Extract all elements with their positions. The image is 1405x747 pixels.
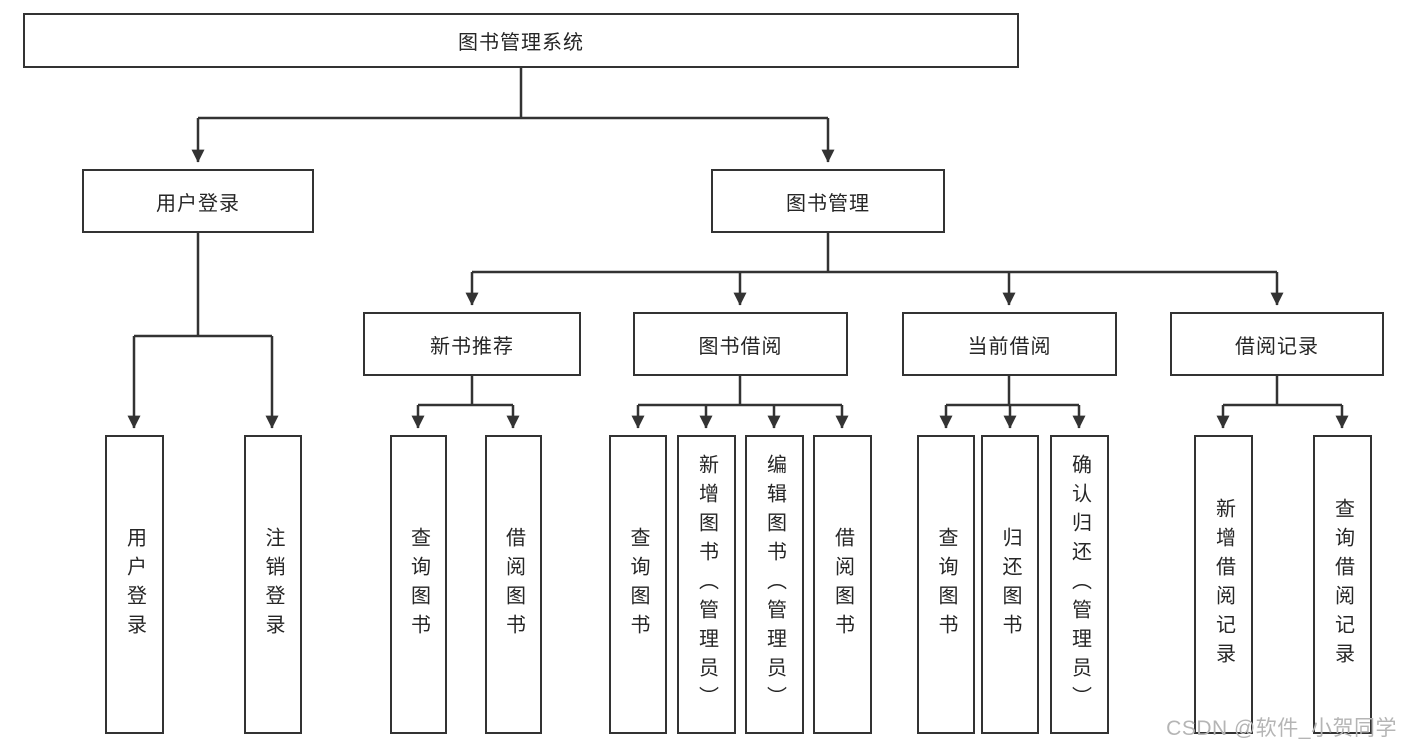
leaf-br-query-record-label: 查询借阅记录 [1331, 497, 1354, 672]
leaf-cb-return-books: 归还图书 [981, 435, 1039, 734]
leaf-nb-borrow-books: 借阅图书 [485, 435, 542, 734]
node-new-book-recommend: 新书推荐 [363, 312, 581, 376]
node-current-borrowing-label: 当前借阅 [967, 335, 1052, 358]
node-root-label: 图书管理系统 [458, 32, 584, 54]
node-new-book-recommend-label: 新书推荐 [430, 335, 514, 358]
csdn-watermark: CSDN @软件_小贺同学 [1166, 717, 1397, 740]
leaf-cb-confirm-return-admin: 确认归还（管理员） [1050, 435, 1109, 734]
leaf-user-login-label: 用户登录 [123, 526, 146, 643]
node-current-borrowing: 当前借阅 [902, 312, 1117, 376]
edge-root-rail [198, 68, 828, 120]
node-borrow-records-label: 借阅记录 [1235, 335, 1319, 358]
node-book-management-label: 图书管理 [786, 192, 870, 215]
edge-bookmgmt-rail [472, 233, 1277, 274]
leaf-bb-add-books-admin-label: 新增图书（管理员） [695, 454, 718, 715]
leaf-bb-borrow-books-label: 借阅图书 [831, 526, 854, 643]
node-borrow-records: 借阅记录 [1170, 312, 1384, 376]
leaf-logout-label: 注销登录 [262, 526, 284, 643]
leaf-bb-add-books-admin: 新增图书（管理员） [677, 435, 736, 734]
leaf-nb-query-books: 查询图书 [390, 435, 447, 734]
leaf-bb-query-books: 查询图书 [609, 435, 667, 734]
node-book-borrowing: 图书借阅 [633, 312, 848, 376]
edge-current-rail [946, 376, 1079, 407]
leaf-bb-borrow-books: 借阅图书 [813, 435, 872, 734]
leaf-nb-borrow-books-label: 借阅图书 [502, 526, 525, 643]
node-root-system: 图书管理系统 [23, 13, 1019, 68]
leaf-bb-edit-books-admin-label: 编辑图书（管理员） [763, 454, 786, 715]
leaf-cb-return-books-label: 归还图书 [999, 526, 1021, 643]
leaf-bb-edit-books-admin: 编辑图书（管理员） [745, 435, 804, 734]
leaf-br-add-record-label: 新增借阅记录 [1212, 497, 1235, 672]
leaf-bb-query-books-label: 查询图书 [627, 526, 649, 643]
leaf-cb-confirm-return-admin-label: 确认归还（管理员） [1068, 454, 1091, 715]
leaf-cb-query-books: 查询图书 [917, 435, 975, 734]
node-user-login: 用户登录 [82, 169, 314, 233]
edge-userlogin-rail [134, 233, 272, 338]
node-book-borrowing-label: 图书借阅 [698, 335, 783, 358]
leaf-logout: 注销登录 [244, 435, 302, 734]
leaf-user-login: 用户登录 [105, 435, 164, 734]
leaf-br-query-record: 查询借阅记录 [1313, 435, 1372, 734]
node-book-management: 图书管理 [711, 169, 945, 233]
edge-records-rail [1223, 376, 1342, 407]
leaf-br-add-record: 新增借阅记录 [1194, 435, 1253, 734]
edge-borrowing-rail [638, 376, 842, 407]
node-user-login-label: 用户登录 [156, 192, 240, 215]
leaf-cb-query-books-label: 查询图书 [935, 526, 957, 643]
leaf-nb-query-books-label: 查询图书 [407, 526, 430, 643]
edge-newbook-rail [418, 376, 513, 407]
